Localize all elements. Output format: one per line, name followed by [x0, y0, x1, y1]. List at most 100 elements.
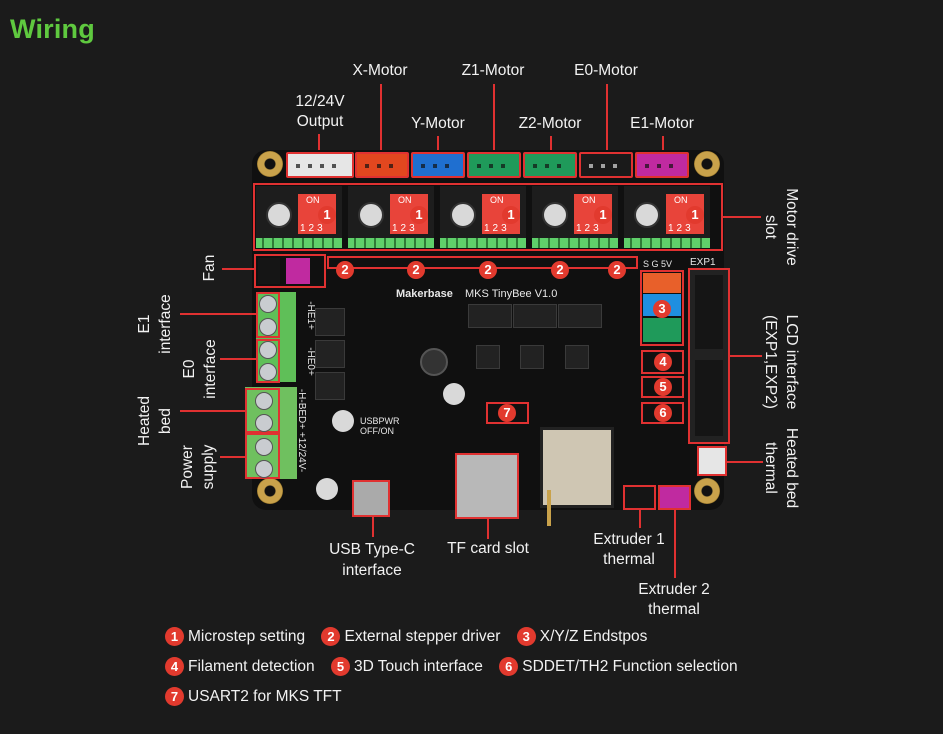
marker-2: 2 — [551, 261, 569, 279]
legend-text: Microstep setting — [188, 627, 306, 645]
label-line: Motor drive — [783, 188, 800, 266]
label-line: interface — [342, 562, 402, 579]
label-x-motor: X-Motor — [352, 62, 408, 79]
e1-interface-outline — [256, 292, 280, 338]
leader-line — [372, 517, 374, 537]
leader-line — [639, 510, 641, 528]
capacitor — [443, 383, 465, 405]
label-line: thermal — [762, 442, 779, 494]
label-line: Heated bed — [783, 427, 800, 509]
connector-x-motor — [355, 152, 409, 178]
e0-interface-outline — [256, 339, 280, 383]
marker-2: 2 — [336, 261, 354, 279]
connector-e1-motor — [635, 152, 689, 178]
motor-drive-slot-outline — [253, 183, 723, 251]
label-e0-interface: E0 interface — [179, 329, 221, 409]
filament-detection-outline — [641, 350, 684, 374]
label-line: 12/24V — [295, 93, 345, 110]
esp32-module — [540, 427, 614, 508]
leader-line — [730, 355, 762, 357]
label-line: USB Type-C — [329, 541, 415, 558]
tf-card-slot — [455, 453, 519, 519]
exp1-header — [695, 275, 723, 349]
3d-touch-outline — [641, 376, 684, 398]
label-heated-bed: Heated bed — [134, 381, 176, 461]
capacitor — [332, 410, 354, 432]
model-silkscreen: MKS TinyBee V1.0 — [465, 288, 558, 300]
label-line: LCD interface — [783, 314, 800, 410]
driver-chip — [476, 345, 500, 369]
label-extruder-1-thermal: Extruder 1 thermal — [586, 530, 672, 570]
marker-5: 5 — [654, 378, 672, 396]
leader-line — [220, 358, 256, 360]
brand-silkscreen: Makerbase — [396, 288, 453, 300]
endstops-outline — [640, 270, 684, 346]
screw — [255, 438, 273, 456]
connector-z2-motor — [523, 152, 577, 178]
endstop-z-connector — [643, 318, 681, 342]
label-line: Extruder 1 — [593, 531, 665, 548]
mounting-hole — [694, 478, 720, 504]
connector-y-motor — [411, 152, 465, 178]
heated-bed-thermal-connector — [697, 446, 727, 476]
mounting-hole — [257, 478, 283, 504]
leader-line — [437, 136, 439, 152]
connector-12-24v-output — [286, 152, 354, 178]
exp2-header — [695, 360, 723, 436]
screw — [259, 318, 277, 336]
page-title: Wiring — [10, 14, 95, 44]
label-z1-motor: Z1-Motor — [461, 62, 525, 79]
silk-line: USBPWR — [360, 416, 400, 426]
label-line: Power — [179, 445, 196, 489]
legend-marker: 1 — [165, 627, 184, 646]
extruder-2-thermal-connector — [658, 485, 691, 510]
label-line: thermal — [603, 551, 655, 568]
leader-line — [662, 136, 664, 152]
label-e1-motor: E1-Motor — [630, 115, 694, 132]
marker-1: 1 — [502, 206, 520, 224]
antenna-connector — [547, 490, 551, 526]
driver-chip — [565, 345, 589, 369]
marker-2: 2 — [407, 261, 425, 279]
leader-line — [180, 313, 256, 315]
leader-line — [606, 84, 608, 152]
capacitor — [316, 478, 338, 500]
fan-connector-outline — [254, 254, 326, 288]
leader-line — [222, 268, 254, 270]
marker-2: 2 — [479, 261, 497, 279]
connector-z1-motor — [467, 152, 521, 178]
label-line: E1 — [136, 314, 153, 334]
fan-connector-magenta — [286, 258, 310, 284]
legend-text: 3D Touch interface — [353, 657, 483, 675]
connector-e0-motor — [579, 152, 633, 178]
heated-bed-outline — [245, 388, 280, 433]
screw — [259, 363, 277, 381]
marker-1: 1 — [410, 206, 428, 224]
legend-text: USART2 for MKS TFT — [188, 687, 342, 705]
marker-1: 1 — [686, 206, 704, 224]
sddet-th2-outline — [641, 402, 684, 424]
endstop-x-connector — [643, 273, 681, 293]
usart2-outline — [486, 402, 529, 424]
leader-line — [674, 510, 676, 578]
label-line: slot — [762, 214, 779, 240]
leader-line — [550, 136, 552, 152]
marker-3: 3 — [653, 300, 671, 318]
marker-1: 1 — [594, 206, 612, 224]
mosfet — [315, 308, 345, 336]
ic-chip — [558, 304, 602, 328]
screw — [259, 295, 277, 313]
label-line: Heated — [136, 396, 153, 446]
screw — [255, 460, 273, 478]
label-usb-type-c: USB Type-C interface — [320, 539, 424, 581]
label-heated-bed-thermal: Heated bed thermal — [760, 413, 802, 523]
label-line: Output — [296, 113, 344, 130]
label-extruder-2-thermal: Extruder 2 thermal — [631, 580, 717, 620]
